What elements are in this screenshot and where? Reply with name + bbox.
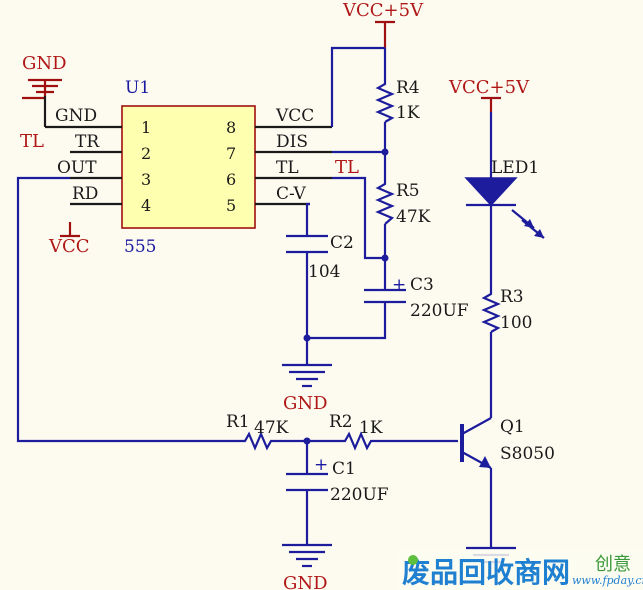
led-d1: LED1 bbox=[464, 158, 545, 239]
r5-ref: R5 bbox=[396, 181, 420, 201]
watermark: 废品回收商网 创意 www.fpday.cn bbox=[398, 550, 643, 590]
r3-value: 100 bbox=[500, 313, 532, 333]
vcc-rd-label: VCC bbox=[48, 236, 90, 257]
gnd-top-symbol: GND bbox=[22, 53, 67, 100]
c3-polarity: + bbox=[392, 275, 406, 295]
pin2-name: TR bbox=[75, 132, 100, 152]
transistor-q1: Q1 S8050 bbox=[460, 417, 555, 469]
r5-value: 47K bbox=[396, 207, 431, 227]
pin6-num: 6 bbox=[226, 170, 236, 189]
pin4-name: RD bbox=[72, 184, 98, 204]
c1-polarity: + bbox=[314, 455, 328, 475]
q1-part: S8050 bbox=[500, 444, 555, 464]
r2-ref: R2 bbox=[329, 412, 353, 432]
pin5-num: 5 bbox=[226, 196, 236, 215]
pin6-name: TL bbox=[276, 158, 299, 178]
resistor-r1: R1 47K bbox=[226, 412, 289, 451]
resistor-r2: R2 1K bbox=[329, 412, 383, 451]
led1-ref: LED1 bbox=[491, 158, 539, 178]
resistor-r4: R4 1K bbox=[375, 78, 420, 123]
pin2-num: 2 bbox=[141, 144, 151, 163]
chip-part: 555 bbox=[124, 237, 156, 257]
vcc-top-symbol: VCC+5V bbox=[342, 0, 424, 48]
c2-ref: C2 bbox=[330, 233, 354, 253]
pin7-name: DIS bbox=[276, 132, 308, 152]
q1-ref: Q1 bbox=[500, 417, 525, 437]
c3-value: 220UF bbox=[410, 301, 469, 321]
pin4-num: 4 bbox=[141, 196, 151, 215]
capacitor-c1: + C1 220UF bbox=[286, 455, 389, 505]
pin7-num: 7 bbox=[226, 144, 236, 163]
tl-net-label-right: TL bbox=[335, 157, 359, 178]
watermark-url: www.fpday.cn bbox=[572, 574, 643, 587]
junction-dot bbox=[381, 254, 389, 262]
c1-ref: C1 bbox=[332, 459, 356, 479]
resistor-r5: R5 47K bbox=[375, 178, 431, 227]
junction-dot bbox=[381, 148, 389, 156]
r4-value: 1K bbox=[396, 103, 420, 123]
vcc-rd-symbol: VCC bbox=[48, 222, 90, 257]
watermark-text: 废品回收商网 bbox=[402, 556, 570, 589]
resistor-r3: R3 100 bbox=[481, 287, 532, 333]
capacitor-c3: + C3 220UF bbox=[364, 275, 469, 321]
pin8-num: 8 bbox=[226, 118, 236, 137]
capacitor-c2: C2 104 bbox=[286, 233, 354, 282]
vcc-right-label: VCC+5V bbox=[448, 77, 530, 98]
watermark-side-text: 创意 bbox=[595, 554, 631, 575]
pin3-name: OUT bbox=[57, 158, 97, 178]
chip-body bbox=[121, 105, 256, 229]
c1-value: 220UF bbox=[330, 485, 389, 505]
pin3-num: 3 bbox=[141, 170, 151, 189]
tl-net-label-left: TL bbox=[20, 131, 44, 152]
c3-ref: C3 bbox=[410, 275, 434, 295]
vcc-top-label: VCC+5V bbox=[342, 0, 424, 21]
pin1-name: GND bbox=[55, 106, 97, 126]
junction-dot bbox=[303, 437, 311, 445]
vcc-right-symbol: VCC+5V bbox=[448, 77, 530, 112]
ground-symbol-mid: GND bbox=[282, 363, 332, 414]
junction-dot bbox=[303, 334, 311, 342]
pin1-num: 1 bbox=[141, 118, 151, 137]
chip-u1: U1 555 GND TR OUT RD 1 2 3 4 8 7 6 5 VCC… bbox=[43, 78, 332, 257]
r3-ref: R3 bbox=[500, 287, 524, 307]
c2-value: 104 bbox=[308, 262, 340, 282]
r1-value: 47K bbox=[254, 418, 289, 438]
gnd-bottom-label: GND bbox=[283, 573, 328, 590]
r1-ref: R1 bbox=[226, 412, 250, 432]
chip-ref: U1 bbox=[125, 78, 150, 98]
ground-symbol-bottom: GND bbox=[282, 543, 332, 590]
pin5-name: C-V bbox=[276, 184, 307, 204]
gnd-top-label: GND bbox=[22, 53, 67, 74]
pin8-name: VCC bbox=[275, 106, 314, 126]
r2-value: 1K bbox=[359, 418, 383, 438]
gnd-mid-label: GND bbox=[283, 393, 328, 414]
r4-ref: R4 bbox=[396, 78, 420, 98]
leaf-icon bbox=[408, 555, 418, 565]
